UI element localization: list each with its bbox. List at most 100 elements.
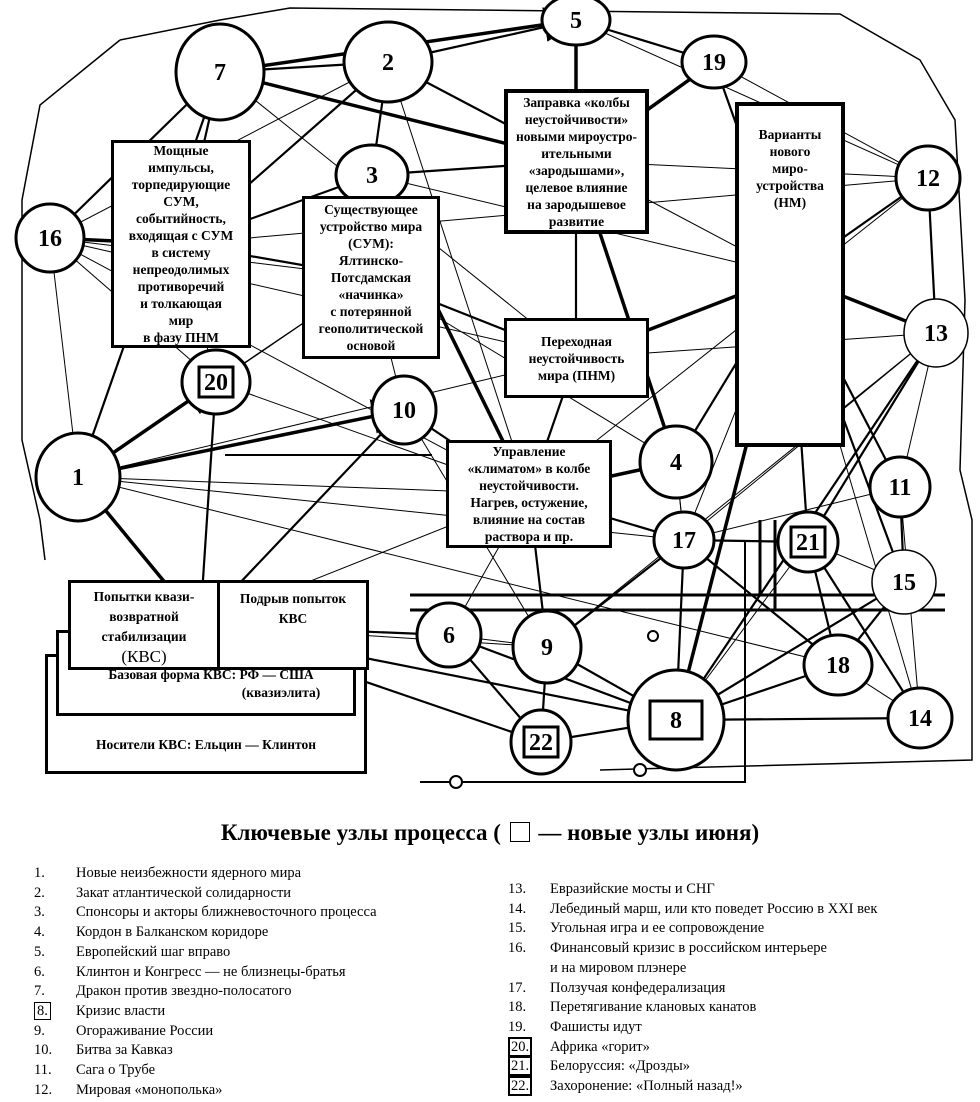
node-circle [540, 0, 612, 47]
node-2[interactable]: 2 [342, 20, 434, 104]
node-6[interactable]: 6 [415, 601, 483, 669]
box-pnm: Переходная неустойчивость мира (ПНМ) [504, 318, 649, 398]
edge-10-1 [75, 408, 405, 484]
legend-item-text: Огораживание России [76, 1022, 214, 1039]
legend-item-number: 12. [34, 1081, 53, 1098]
legend-item-number: 5. [34, 943, 45, 960]
node-circle [652, 510, 716, 570]
box-nm: Варианты нового миро- устройства (НМ) [735, 102, 845, 447]
kvs-undermine-box: Подрыв попыток КВС [217, 580, 369, 670]
node-label: 20 [204, 370, 228, 396]
kvs-undermine-label: Подрыв попыток КВС [239, 591, 347, 626]
node-label: 11 [889, 475, 912, 501]
legend-item: 20.Африка «горит» [508, 1036, 877, 1058]
legend-item-text: Африка «горит» [550, 1038, 650, 1055]
node-circle [511, 609, 583, 685]
legend-item: 10.Битва за Кавказ [34, 1041, 377, 1061]
node-16[interactable]: 16 [14, 202, 86, 274]
edge-1-pnm [77, 357, 577, 478]
node-8[interactable]: 8 [626, 668, 726, 772]
node-21[interactable]: 21 [776, 510, 840, 574]
node-label: 14 [908, 706, 932, 732]
legend-item: 11. Сага о Трубе [34, 1061, 377, 1081]
node-13[interactable]: 13 [903, 298, 969, 368]
box-refill: Заправка «колбы неустойчивости» новыми м… [504, 89, 649, 234]
legend-item: 6.Клинтон и Конгресс — не близнецы-брать… [34, 963, 377, 983]
legend-left-column: 1. Новые неизбежности ядерного мира 2. Зака… [34, 864, 377, 1100]
node-14[interactable]: 14 [886, 686, 954, 750]
legend-item-number: 1. [34, 865, 45, 881]
node-7[interactable]: 7 [174, 22, 266, 122]
legend-item-text: Сага о Трубе [76, 1062, 156, 1079]
legend-item: 19.Фашисты идут [508, 1018, 877, 1038]
legend-item-text: Новые неизбежности ядерного мира [76, 865, 302, 881]
box-sum: Существующее устройство мира (СУМ): Ялти… [302, 196, 440, 359]
legend-item-number: 14. [508, 900, 527, 917]
node-circle [415, 601, 483, 669]
legend-item-text: Белоруссия: «Дрозды» [550, 1058, 690, 1075]
node-4[interactable]: 4 [638, 424, 714, 500]
node-label: 22 [529, 730, 553, 756]
legend-item: 22.Захоронение: «Полный назад!» [508, 1076, 877, 1097]
junction-dot [633, 763, 647, 777]
legend-item-text: Европейский шаг вправо [76, 943, 231, 960]
legend-item-text: Мировая «монополька» [76, 1081, 223, 1098]
node-19[interactable]: 19 [680, 34, 748, 90]
new-node-square-icon [197, 365, 235, 399]
node-22[interactable]: 22 [509, 708, 573, 776]
legend-item-number: 9. [34, 1022, 45, 1039]
legend-item: 16.Финансовый кризис в российском интерь… [508, 939, 877, 959]
new-node-square-icon [789, 525, 827, 559]
legend-item: 21.Белоруссия: «Дрозды» [508, 1056, 877, 1077]
node-circle [886, 686, 954, 750]
legend-item-text: Евразийские мосты и СНГ [550, 881, 715, 897]
legend-item-number: 22. [508, 1076, 550, 1097]
outer-frame-left [21, 39, 121, 561]
legend-item-text: Лебединый марш, или кто поведет Россию в… [550, 900, 878, 917]
node-circle [903, 298, 969, 368]
legend-item: 12. Мировая «монополька» [34, 1081, 377, 1101]
kvs-attempts-box: Попытки квази- возвратной стабилизации (… [68, 580, 220, 670]
outer-frame-lines [21, 7, 973, 789]
legend-item-number: 3. [34, 904, 45, 921]
node-label: 1 [72, 465, 84, 491]
legend-item: 18.Перетягивание клановых канатов [508, 998, 877, 1018]
legend-item-number: 11. [34, 1062, 52, 1079]
edge-5-12 [575, 19, 929, 179]
legend-item: 9. Огораживание России [34, 1022, 377, 1042]
legend-item-text: Угольная игра и ее сопровождение [550, 920, 765, 937]
node-15[interactable]: 15 [871, 549, 937, 615]
node-5[interactable]: 5 [540, 0, 612, 47]
legend-item-number: 6. [34, 963, 45, 980]
legend-title-text: Ключевые узлы процесса ( [220, 820, 501, 845]
node-label: 19 [702, 50, 726, 76]
legend-item-text: Кризис власти [76, 1002, 166, 1019]
node-9[interactable]: 9 [511, 609, 583, 685]
node-circle [34, 431, 122, 523]
node-17[interactable]: 17 [652, 510, 716, 570]
node-1[interactable]: 1 [34, 431, 122, 523]
node-20[interactable]: 20 [180, 348, 252, 416]
legend-item-number [508, 959, 550, 979]
legend-item-number: 7. [34, 983, 45, 1000]
edge-14-21 [806, 540, 921, 719]
node-12[interactable]: 12 [894, 144, 962, 212]
legend-item-number: 2. [34, 884, 45, 901]
node-label: 21 [796, 530, 820, 556]
node-11[interactable]: 11 [868, 455, 932, 519]
legend-item-text: Кордон в Балканском коридоре [76, 924, 269, 941]
legend-item-text: Закат атлантической солидарности [76, 884, 292, 901]
node-circle [174, 22, 266, 122]
node-18[interactable]: 18 [802, 633, 874, 697]
legend-title: Ключевые узлы процесса ( — новые узлы ию… [0, 820, 980, 846]
legend-item-number: 10. [34, 1042, 53, 1059]
kvs-attempts-label: Попытки квази- возвратной стабилизации [93, 589, 195, 644]
legend-item-number: 18. [508, 999, 527, 1016]
legend-item: 8.Кризис власти [34, 1001, 377, 1022]
legend-item: 3.Спонсоры и акторы ближневосточного про… [34, 903, 377, 923]
node-label: 8 [670, 708, 682, 734]
node-10[interactable]: 10 [370, 374, 438, 446]
kvs-base-sublabel: (квазиэлита) [241, 685, 321, 700]
